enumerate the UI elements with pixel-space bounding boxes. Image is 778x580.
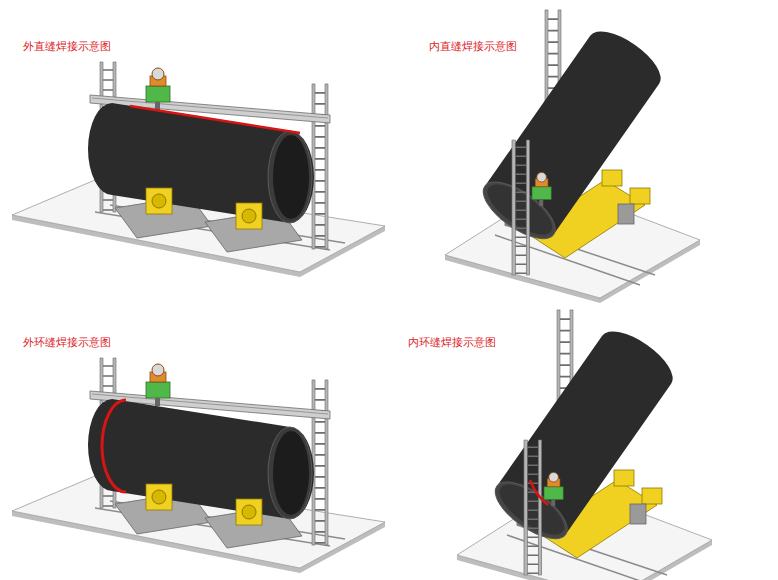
inner-ring-scene [457, 310, 712, 580]
weld-seam [130, 106, 300, 133]
panel-caption: 内环缝焊接示意图 [407, 336, 497, 349]
panel-caption: 外环缝焊接示意图 [22, 336, 112, 349]
weld-seam [530, 480, 548, 505]
weld-seam [102, 400, 126, 492]
outer-ring-scene [12, 358, 385, 573]
panel-caption: 外直缝焊接示意图 [22, 40, 112, 53]
inner-seam-scene [445, 10, 700, 303]
outer-seam-scene [12, 62, 385, 277]
panel-caption: 内直缝焊接示意图 [428, 40, 518, 53]
